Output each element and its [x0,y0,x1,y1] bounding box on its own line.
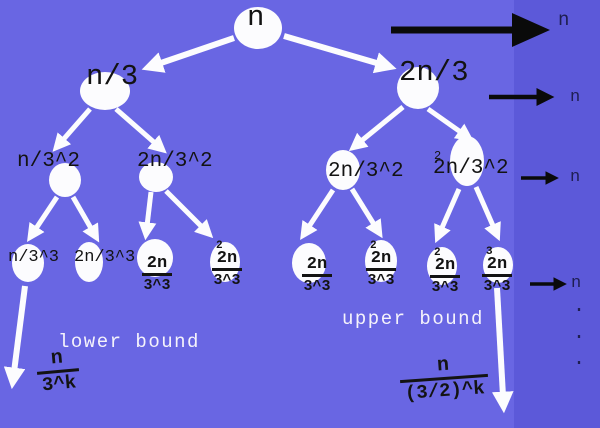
node-label-l3-2: 2n/3^2 [137,150,213,173]
node-leaf-4 [210,242,240,282]
node-label-l3-1: n/3^2 [17,150,81,173]
leaf-fraction-8: 3 2n 3^3 [477,247,517,294]
exponent-superscript: 2 [216,240,223,252]
node-leaf-6 [365,240,397,282]
node-root [234,7,282,49]
leaf-fraction-4: 2 2n 3^3 [207,241,247,288]
node-label-root: n [247,1,265,34]
node-n3 [80,72,130,110]
lower-bound-fraction: n 3^k [28,347,88,396]
edge-l3-1-to-leaf-2 [70,195,100,243]
fraction-numerator: 2n [486,255,508,274]
node-leaf-2 [75,242,103,282]
exponent-superscript: 2 [370,240,377,252]
level-sum-arrow-1-head [512,13,550,47]
edge-l3-2-to-leaf-3 [138,191,157,241]
level-sum-label-1: n [558,9,570,31]
leaf-fraction-7: 2 2n 3^3 [425,248,465,295]
edge-l3-2-to-leaf-4 [164,189,214,239]
exponent-superscript: 2 [434,149,442,163]
edge-2n3-to-l3-3 [348,105,405,152]
fraction-numerator: 2n [434,256,456,275]
fraction-denominator: 3^k [36,368,81,396]
edge-root-to-2n3 [283,33,397,74]
edge-n3-to-l3-1 [52,107,92,152]
fraction-denominator: 3^3 [142,273,172,293]
node-2n3 [397,67,439,109]
node-leaf-1 [12,244,44,282]
fraction-denominator: 3^3 [302,274,332,294]
fraction-denominator: 3^3 [366,268,396,288]
ellipsis-dot: . [573,322,586,345]
node-l3-3 [326,150,360,190]
leaf-fraction-6: 2 2n 3^3 [361,241,401,288]
node-label-leaf-2: 2n/3^3 [74,248,136,267]
edge-2n3-to-l3-4 [426,106,474,142]
node-l3-2 [139,162,173,192]
arrow-lower-bound-path [3,285,28,390]
fraction-numerator: 2n [306,255,328,274]
fraction-numerator: 2n [370,249,392,268]
exponent-superscript: 2 [434,247,441,259]
ellipsis-dot: . [573,295,586,318]
lower-bound-title: lower bound [58,331,200,353]
arrow-upper-bound-path [491,287,514,414]
fraction-denominator: 3^3 [430,275,460,295]
exponent-superscript: 3 [486,246,493,258]
edge-l3-1-to-leaf-1 [27,195,60,242]
edge-l3-3-to-leaf-5 [300,188,336,241]
background-right-band [514,0,600,428]
edge-l3-3-to-leaf-6 [349,187,383,239]
node-label-l3-3: 2n/3^2 [328,160,404,183]
edge-root-to-n3 [141,35,235,73]
fraction-denominator: 3^3 [482,274,512,294]
node-label-n3: n/3 [86,60,139,93]
node-label-2n3: 2n/3 [399,56,469,89]
upper-bound-title: upper bound [342,308,484,330]
upper-bound-fraction: n (3/2)^k [395,353,494,405]
node-l3-1 [49,163,81,197]
leaf-fraction-5: 2n 3^3 [297,256,337,294]
node-leaf-3 [137,239,173,277]
node-leaf-5 [292,243,326,283]
edge-l3-4-to-leaf-8 [473,185,501,242]
level-sum-label-2: n [570,88,581,107]
edge-l3-4-to-leaf-7 [434,187,462,244]
node-l3-4 [450,136,484,186]
level-sum-label-3: n [570,168,581,187]
leaf-fraction-3: 2n 3^3 [137,255,177,293]
fraction-denominator: 3^3 [212,268,242,288]
fraction-denominator: (3/2)^k [400,373,490,405]
fraction-numerator: 2n [216,249,238,268]
ellipsis-dot: . [573,348,586,371]
fraction-numerator: 2n [146,254,168,273]
edge-n3-to-l3-2 [114,107,167,154]
node-label-l3-4-text: 2n/3^2 [433,157,509,180]
level-sum-label-4: n [571,274,582,293]
node-label-leaf-1: n/3^3 [8,248,60,267]
